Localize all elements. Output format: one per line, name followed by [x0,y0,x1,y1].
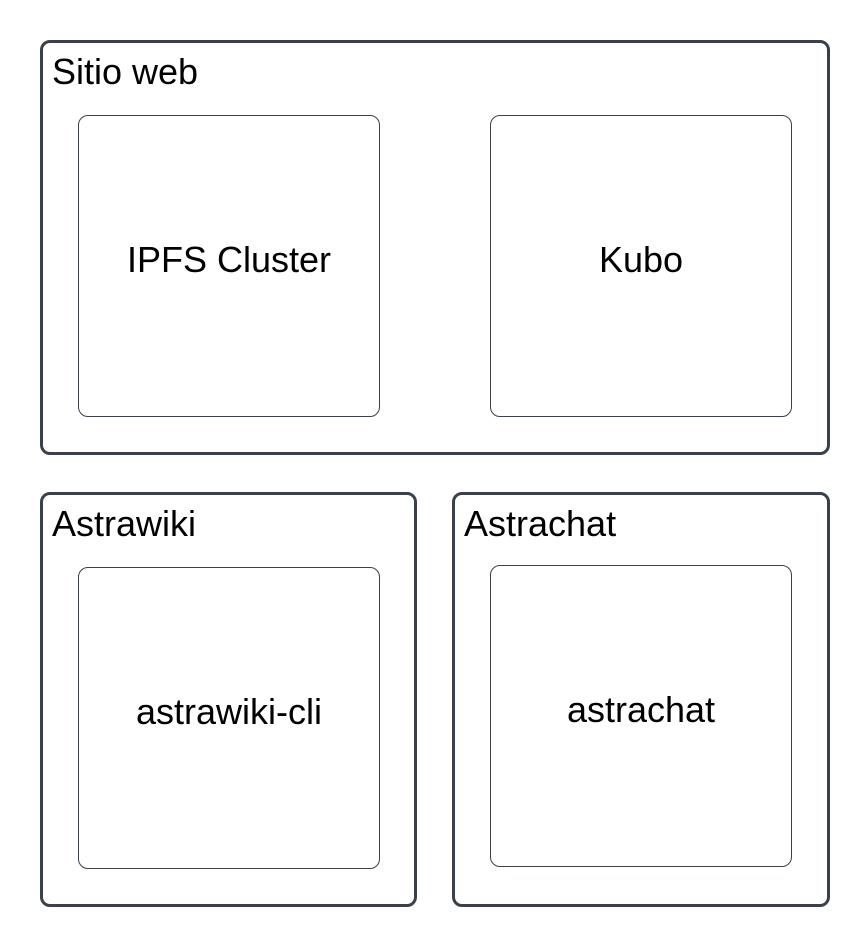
node-astrachat: astrachat [490,565,792,867]
node-label-ipfs-cluster: IPFS Cluster [126,239,332,280]
node-label-kubo: Kubo [598,239,684,280]
group-label-astrawiki: Astrawiki [52,503,197,544]
node-kubo: Kubo [490,115,792,417]
node-astrawiki-cli: astrawiki-cli [78,567,380,869]
group-label-sitio-web: Sitio web [52,51,199,92]
node-label-astrawiki-cli: astrawiki-cli [135,691,322,732]
node-ipfs-cluster: IPFS Cluster [78,115,380,417]
node-label-astrachat: astrachat [566,689,716,730]
group-label-astrachat: Astrachat [464,503,617,544]
